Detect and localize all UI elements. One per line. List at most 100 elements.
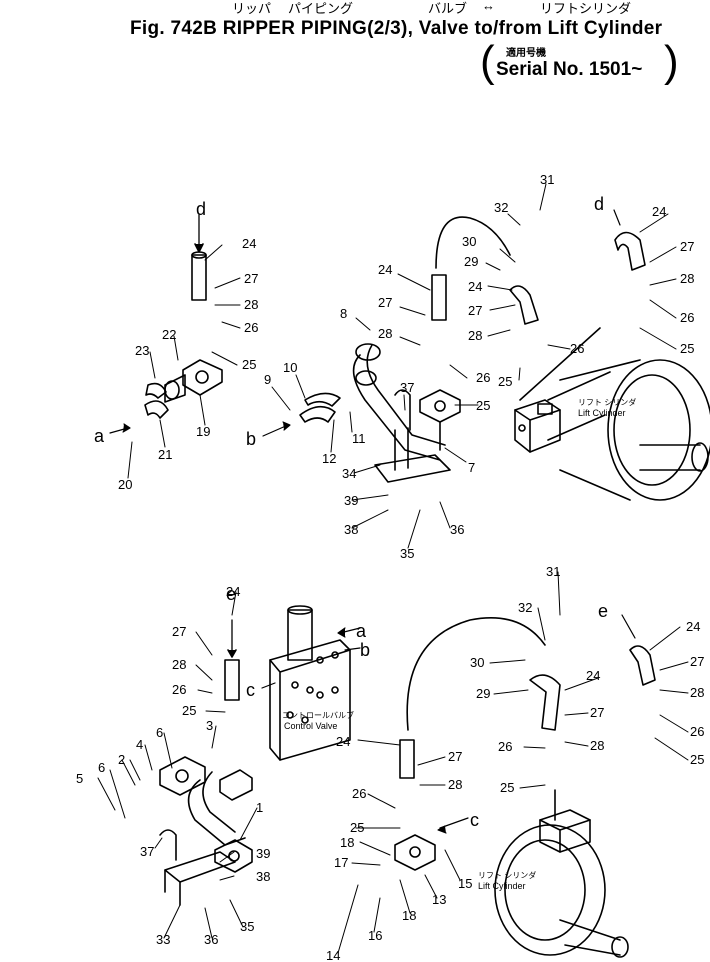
callout-26g: 26 [352, 786, 366, 801]
kana-piping: パイピング [288, 1, 354, 16]
callout-24: 24 [242, 236, 256, 251]
callout-35: 35 [400, 546, 414, 561]
callout-34: 34 [342, 466, 356, 481]
callout-28d: 28 [680, 271, 694, 286]
callout-27b: 27 [378, 295, 392, 310]
callout-28h: 28 [172, 657, 186, 672]
callout-24g: 24 [336, 734, 350, 749]
page-title: Fig. 742B RIPPER PIPING(2/3), Valve to/f… [130, 18, 663, 39]
callout-29: 29 [464, 254, 478, 269]
callout-24e: 24 [586, 668, 600, 683]
callout-24d: 24 [652, 204, 666, 219]
callout-2: 2 [118, 752, 125, 767]
callout-21: 21 [158, 447, 172, 462]
cylinder-port-block-lower [539, 789, 591, 853]
callout-25h: 25 [182, 703, 196, 718]
callout-26d: 26 [680, 310, 694, 325]
callout-28b: 28 [378, 326, 392, 341]
pipe-7 [352, 343, 461, 461]
callout-26: 26 [244, 320, 258, 335]
callout-29b: 29 [476, 686, 490, 701]
callout-18: 18 [340, 835, 354, 850]
kana-lift-cylinder: リフトシリンダ [540, 1, 632, 16]
callout-28: 28 [244, 297, 258, 312]
lift-cylinder-label-en-lower: Lift Cylinder [478, 881, 526, 891]
callout-17: 17 [334, 855, 348, 870]
callout-5: 5 [76, 771, 83, 786]
callout-26h: 26 [172, 682, 186, 697]
connection-letter-d-right: d [594, 194, 604, 214]
callout-30b: 30 [470, 655, 484, 670]
kana-arrow: ↔ [482, 0, 495, 13]
bracket-34 [374, 389, 451, 483]
connection-letter-b-lower: b [360, 640, 370, 660]
lift-cylinder-label-en-upper: Lift Cylinder [578, 408, 626, 418]
serial-paren-right: ) [664, 37, 679, 86]
flange-lower-left [159, 756, 206, 796]
flexible-hose-upper [435, 216, 511, 269]
callout-23: 23 [135, 343, 149, 358]
control-valve [269, 605, 351, 761]
callout-37: 37 [400, 380, 414, 395]
callout-26c: 26 [570, 341, 584, 356]
callout-3: 3 [206, 718, 213, 733]
upper-left-pipe-assembly [164, 214, 223, 403]
upper-right-pipes [431, 231, 646, 325]
callout-12: 12 [322, 451, 336, 466]
callout-38: 38 [344, 522, 358, 537]
callout-37b: 37 [140, 844, 154, 859]
callout-20: 20 [118, 477, 132, 492]
connection-arrows [109, 209, 636, 834]
connection-letter-e-left: e [226, 584, 236, 604]
connection-letter-c-left: c [246, 680, 255, 700]
callout-6: 6 [156, 725, 163, 740]
callout-32: 32 [494, 200, 508, 215]
callout-27d: 27 [680, 239, 694, 254]
callout-14: 14 [326, 948, 340, 962]
bracket-33 [159, 829, 236, 906]
connection-letter-b-upper: b [246, 429, 256, 449]
connection-letter-e-right: e [598, 601, 608, 621]
callout-22: 22 [162, 327, 176, 342]
lift-cylinder-upper [547, 359, 710, 501]
connection-letter-a-upper: a [94, 426, 105, 446]
callout-25e: 25 [500, 780, 514, 795]
callout-16: 16 [368, 928, 382, 943]
callout-33: 33 [156, 932, 170, 947]
callout-25: 25 [242, 357, 256, 372]
callout-25c: 25 [498, 374, 512, 389]
kana-ripper: リッパ [232, 1, 272, 16]
lower-right-pipes [529, 645, 656, 731]
lift-cylinder-label-jp-upper: リフト シリンダ [578, 397, 636, 407]
serial-paren-left: ( [480, 37, 495, 86]
pipe-lift-to-port [519, 327, 601, 401]
callout-6b: 6 [98, 760, 105, 775]
leader-lines [97, 183, 689, 954]
lift-cylinder-label-jp-lower: リフト シリンダ [478, 870, 536, 880]
callout-1: 1 [256, 800, 263, 815]
callout-36b: 36 [204, 932, 218, 947]
callout-30: 30 [462, 234, 476, 249]
callout-39b: 39 [256, 846, 270, 861]
callout-25f: 25 [690, 752, 704, 767]
callout-26b: 26 [476, 370, 490, 385]
callout-31: 31 [540, 172, 554, 187]
callout-4: 4 [136, 737, 143, 752]
connection-letter-d-left: d [196, 199, 206, 219]
callout-26e: 26 [498, 739, 512, 754]
serial-number: Serial No. 1501~ [496, 59, 643, 80]
callout-27g: 27 [448, 749, 462, 764]
callout-7: 7 [468, 460, 475, 475]
control-valve-label-jp: コントロールバルブ [282, 710, 354, 720]
kana-valve: バルブ [428, 1, 468, 16]
callout-15: 15 [458, 876, 472, 891]
callout-27c: 27 [468, 303, 482, 318]
callout-28f: 28 [690, 685, 704, 700]
lift-cylinder-lower [494, 824, 629, 958]
callout-25g: 25 [350, 820, 364, 835]
flexible-hose-lower [406, 617, 546, 731]
callout-24b: 24 [378, 262, 392, 277]
callout-24f: 24 [686, 619, 700, 634]
flange-13 [394, 739, 436, 871]
